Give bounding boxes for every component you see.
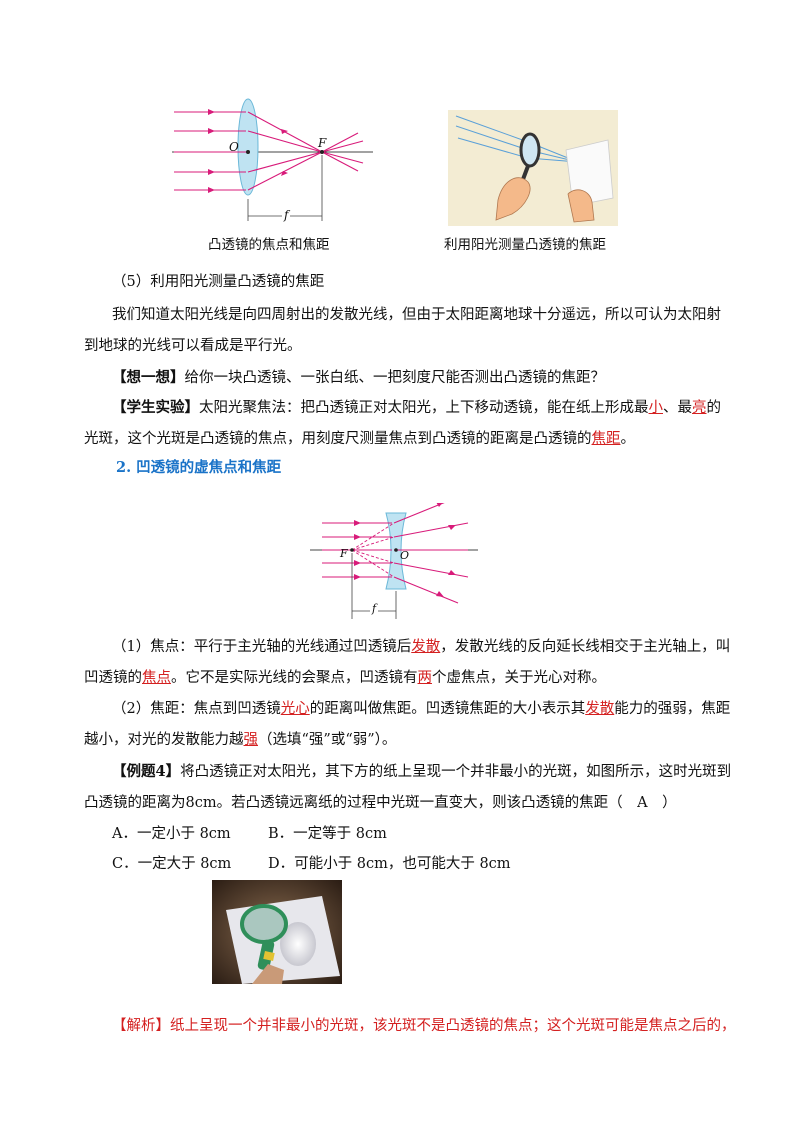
fig1-label-f-point: F — [318, 136, 327, 150]
concave-lens-diagram — [310, 503, 478, 619]
focus-text-a: （1）焦点：平行于主光轴的光线通过凹透镜后 — [112, 639, 412, 655]
flen-text-a: （2）焦距：焦点到凹透镜 — [112, 701, 281, 717]
fig3-label-f-length: f — [370, 602, 379, 615]
answer-blank-focal-length: 焦距 — [591, 431, 621, 447]
focus-line2: 凹透镜的焦点。它不是实际光线的会聚点，凹透镜有两个虚焦点，关于光心对称。 — [84, 668, 606, 688]
sunlight-measurement-photo — [448, 110, 618, 226]
example4-line1: 【例题4】将凸透镜正对太阳光，其下方的纸上呈现一个并非最小的光斑，如图所示，这时… — [112, 762, 731, 782]
focus-line1: （1）焦点：平行于主光轴的光线通过凹透镜后发散，发散光线的反向延长线相交于主光轴… — [112, 637, 730, 657]
experiment-text-d: 光斑，这个光斑是凸透镜的焦点，用刻度尺测量焦点到凸透镜的距离是凸透镜的 — [84, 431, 592, 447]
think-text: 给你一块凸透镜、一张白纸、一把刻度尺能否测出凸透镜的焦距？ — [184, 370, 606, 386]
option-a: A．一定小于 8cm — [112, 826, 231, 842]
option-d: D．可能小于 8cm，也可能大于 8cm — [268, 856, 511, 872]
fig1-label-f-length: f — [282, 208, 291, 222]
answer-blank-optical-center: 光心 — [280, 701, 310, 717]
fig3-label-f-point: F — [340, 547, 348, 560]
paragraph-sunlight-line2: 到地球的光线可以看成是平行光。 — [84, 338, 302, 354]
experiment-text-e: 。 — [620, 431, 636, 447]
answer-blank-brightest: 亮 — [692, 400, 707, 416]
example4-tag: 【例题4】 — [112, 763, 181, 780]
answer-blank-diverge-2: 发散 — [585, 701, 615, 717]
experiment-text-a: 太阳光聚焦法：把凸透镜正对太阳光，上下移动透镜，能在纸上形成最 — [199, 400, 649, 416]
example4-line2: 凸透镜的距离为8cm。若凸透镜远离纸的过程中光斑一直变大，则该凸透镜的焦距（ A… — [84, 795, 677, 811]
flen-text-d: 越小，对光的发散能力越 — [84, 732, 244, 748]
flen-text-e: （选填“强”或“弱”）。 — [258, 732, 397, 748]
option-c: C．一定大于 8cm — [112, 856, 232, 872]
analysis-line: 【解析】纸上呈现一个并非最小的光斑，该光斑不是凸透镜的焦点；这个光斑可能是焦点之… — [112, 1016, 736, 1036]
flen-text-b: 的距离叫做焦距。凹透镜焦距的大小表示其 — [309, 701, 586, 717]
answer-blank-diverge: 发散 — [411, 639, 441, 655]
experiment-line1: 【学生实验】太阳光聚焦法：把凸透镜正对太阳光，上下移动透镜，能在纸上形成最小、最… — [112, 398, 721, 418]
option-b: B．一定等于 8cm — [268, 826, 387, 842]
focal-length-line2: 越小，对光的发散能力越强（选填“强”或“弱”）。 — [84, 730, 396, 750]
section-2-heading: 2. 凹透镜的虚焦点和焦距 — [116, 459, 282, 476]
answer-blank-smallest: 小 — [648, 400, 664, 416]
fig1-label-o: O — [229, 140, 239, 154]
focus-text-d: 。它不是实际光线的会聚点，凹透镜有 — [171, 670, 418, 686]
experiment-line2: 光斑，这个光斑是凸透镜的焦点，用刻度尺测量焦点到凸透镜的距离是凸透镜的焦距。 — [84, 429, 635, 449]
fig2-caption: 利用阳光测量凸透镜的焦距 — [444, 237, 606, 253]
experiment-text-c: 的 — [706, 400, 722, 416]
experiment-tag: 【学生实验】 — [112, 399, 199, 416]
analysis-tag: 【解析】 — [112, 1018, 170, 1034]
answer-blank-two: 两 — [417, 670, 433, 686]
analysis-text: 纸上呈现一个并非最小的光斑，该光斑不是凸透镜的焦点；这个光斑可能是焦点之后的， — [170, 1018, 736, 1034]
example4-text-1: 将凸透镜正对太阳光，其下方的纸上呈现一个并非最小的光斑，如图所示，这时光斑到 — [180, 764, 732, 780]
section-5-title: （5）利用阳光测量凸透镜的焦距 — [112, 274, 325, 290]
fig3-label-o: O — [400, 549, 410, 562]
think-paragraph: 【想一想】给你一块凸透镜、一张白纸、一把刻度尺能否测出凸透镜的焦距？ — [112, 368, 605, 388]
convex-lens-diagram — [172, 98, 373, 221]
answer-blank-focus: 焦点 — [142, 670, 171, 686]
focus-text-b: ，发散光线的反向延长线相交于主光轴上，叫 — [440, 639, 731, 655]
answer-blank-strong: 强 — [243, 732, 259, 748]
think-tag: 【想一想】 — [112, 369, 185, 386]
focus-text-c: 凹透镜的 — [84, 670, 142, 686]
focal-length-line1: （2）焦距：焦点到凹透镜光心的距离叫做焦距。凹透镜焦距的大小表示其发散能力的强弱… — [112, 699, 730, 719]
fig1-caption: 凸透镜的焦点和焦距 — [208, 237, 330, 253]
experiment-text-b: 、最 — [663, 400, 692, 416]
magnifier-photo — [212, 880, 342, 984]
flen-text-c: 能力的强弱，焦距 — [614, 701, 731, 717]
focus-text-e: 个虚焦点，关于光心对称。 — [432, 670, 606, 686]
paragraph-sunlight-line1: 我们知道太阳光线是向四周射出的发散光线，但由于太阳距离地球十分遥远，所以可认为太… — [112, 307, 721, 323]
